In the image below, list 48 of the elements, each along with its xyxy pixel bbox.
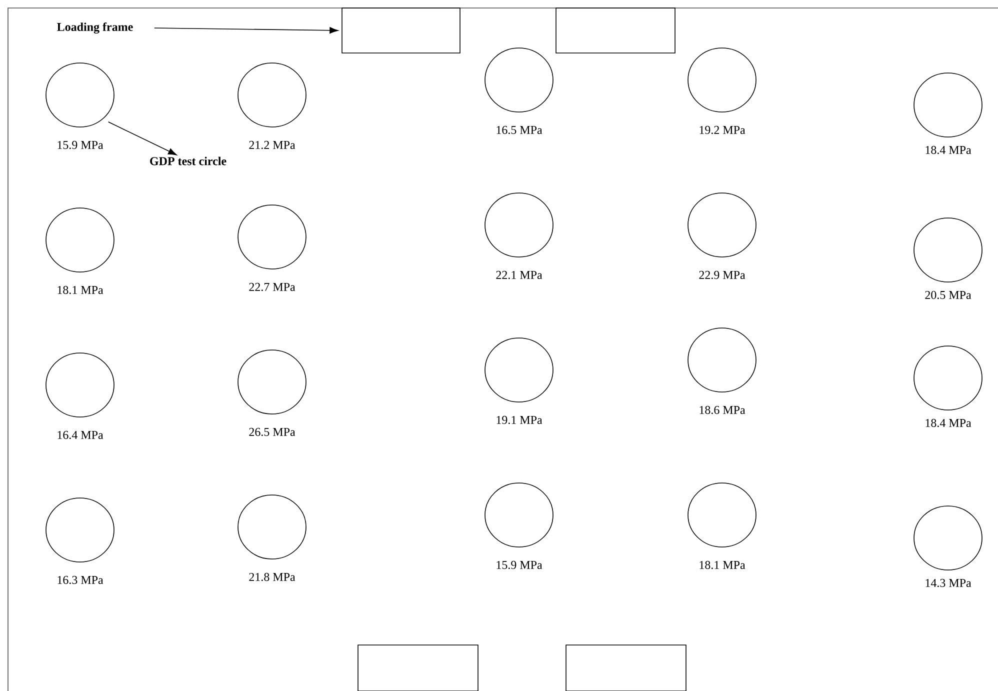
pressure-label: 22.1 MPa bbox=[496, 270, 542, 280]
pressure-label: 19.1 MPa bbox=[496, 416, 542, 424]
test-circle bbox=[688, 48, 756, 112]
pressure-label: 26.5 MPa bbox=[249, 428, 296, 436]
test-circle bbox=[914, 346, 982, 410]
test-circle bbox=[484, 338, 554, 402]
loading-frame-box bbox=[342, 8, 460, 54]
pressure-label: 15.9 MPa bbox=[58, 140, 104, 150]
test-circle bbox=[914, 506, 982, 570]
test-circle bbox=[688, 192, 756, 258]
pressure-label: 14.3 MPa bbox=[926, 578, 972, 588]
pressure-label: 16.4 MPa bbox=[58, 430, 104, 440]
test-circle bbox=[46, 62, 114, 128]
pressure-label: 22.9 MPa bbox=[699, 270, 746, 280]
test-circle bbox=[914, 218, 982, 282]
pressure-label: 18.6 MPa bbox=[700, 406, 746, 414]
pressure-label: 18.1 MPa bbox=[58, 286, 104, 294]
callout-text: Loading frame bbox=[57, 22, 133, 34]
test-circle bbox=[688, 328, 756, 392]
test-circle bbox=[238, 204, 306, 270]
test-circle bbox=[238, 62, 306, 128]
test-circle bbox=[914, 72, 982, 138]
pressure-label: 15.9 MPa bbox=[496, 560, 542, 570]
pressure-label: 18.4 MPa bbox=[926, 146, 972, 154]
arrow bbox=[154, 27, 338, 34]
pressure-label: 16.3 MPa bbox=[58, 576, 104, 584]
arrow bbox=[108, 122, 177, 156]
pressure-label: 22.7 MPa bbox=[249, 282, 296, 292]
test-circle bbox=[238, 494, 306, 560]
test-circle bbox=[46, 208, 114, 272]
loading-frame-box bbox=[556, 8, 676, 54]
pressure-label: 16.5 MPa bbox=[496, 126, 542, 134]
loading-frame-box bbox=[358, 644, 478, 691]
test-circle bbox=[484, 48, 554, 112]
loading-frame-box bbox=[566, 644, 686, 691]
pressure-label: 20.5 MPa bbox=[925, 290, 972, 300]
callout-text: GDP test circle bbox=[150, 156, 226, 166]
test-circle bbox=[238, 350, 306, 414]
pressure-label: 21.8 MPa bbox=[249, 572, 296, 582]
test-circle bbox=[46, 352, 114, 418]
test-circle bbox=[46, 498, 114, 562]
test-circle bbox=[688, 482, 756, 548]
pressure-label: 19.2 MPa bbox=[700, 126, 746, 134]
test-circle bbox=[484, 192, 554, 258]
test-circle bbox=[484, 482, 554, 548]
pressure-label: 18.1 MPa bbox=[700, 560, 746, 570]
pressure-label: 21.2 MPa bbox=[249, 140, 296, 150]
pressure-label: 18.4 MPa bbox=[926, 418, 972, 428]
